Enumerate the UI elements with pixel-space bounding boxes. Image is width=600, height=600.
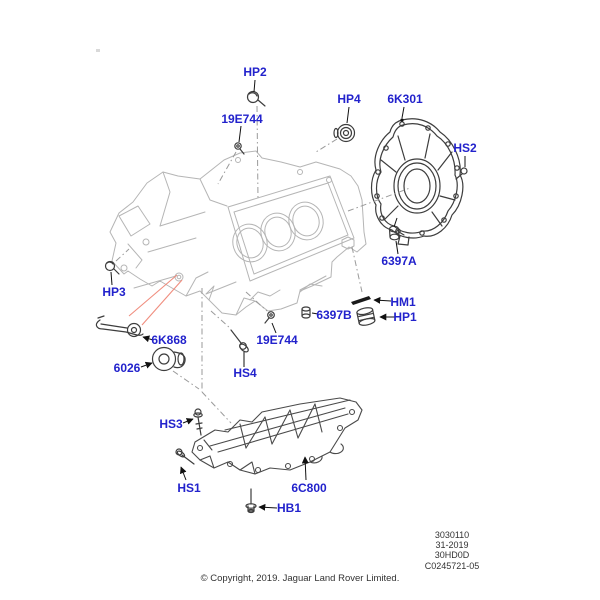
part-hp2-plug bbox=[246, 90, 266, 107]
part-label-hp4[interactable]: HP4 bbox=[337, 92, 361, 106]
part-label-hb1[interactable]: HB1 bbox=[277, 501, 301, 515]
part-6397b-plug bbox=[301, 306, 311, 319]
part-hb1-bolt bbox=[245, 488, 257, 514]
part-label-hp2[interactable]: HP2 bbox=[243, 65, 267, 79]
oil-pan-drawing bbox=[191, 397, 363, 475]
part-hp1-plug bbox=[356, 307, 376, 326]
part-label-19e744-top[interactable]: 19E744 bbox=[221, 112, 263, 126]
label-leaders bbox=[110, 79, 466, 511]
part-hs3-bolt bbox=[193, 408, 203, 436]
red-pointer-lines bbox=[128, 274, 183, 326]
ref-date: 31-2019 bbox=[435, 540, 468, 550]
part-label-hp1[interactable]: HP1 bbox=[393, 310, 417, 324]
stray-mark bbox=[96, 49, 100, 52]
part-label-hs2[interactable]: HS2 bbox=[453, 141, 477, 155]
part-label-6397a[interactable]: 6397A bbox=[381, 254, 417, 268]
ref-code: 30HD0D bbox=[435, 550, 470, 560]
seal-plate-drawing bbox=[370, 118, 464, 246]
part-label-6k301[interactable]: 6K301 bbox=[387, 92, 423, 106]
part-19e744-bolt-top bbox=[234, 142, 245, 155]
ref-drawing-id: C0245721-05 bbox=[425, 561, 480, 571]
part-6026-sensor bbox=[151, 346, 186, 372]
part-6k868-oil-squirter bbox=[95, 315, 144, 338]
part-hs1-bolt bbox=[175, 448, 195, 465]
part-label-hs4[interactable]: HS4 bbox=[233, 366, 257, 380]
ref-figure-number: 3030110 bbox=[435, 530, 469, 540]
part-label-hs1[interactable]: HS1 bbox=[177, 481, 201, 495]
part-19e744-bolt-mid bbox=[264, 311, 275, 324]
alignment-lines bbox=[115, 105, 411, 424]
part-label-6397b[interactable]: 6397B bbox=[316, 308, 352, 322]
part-label-6026[interactable]: 6026 bbox=[114, 361, 141, 375]
part-label-19e744-mid[interactable]: 19E744 bbox=[256, 333, 298, 347]
part-label-6c800[interactable]: 6C800 bbox=[291, 481, 327, 495]
reference-block: 3030110 31-2019 30HD0D C0245721-05 bbox=[425, 530, 480, 571]
part-label-hm1[interactable]: HM1 bbox=[390, 295, 416, 309]
part-hp3-plug bbox=[104, 260, 120, 275]
engine-block-drawing bbox=[109, 150, 367, 316]
part-hp4-grommet bbox=[333, 123, 356, 143]
part-hs4-bolt bbox=[230, 329, 249, 353]
part-hm1-magnet bbox=[351, 296, 371, 305]
part-label-hp3[interactable]: HP3 bbox=[102, 285, 126, 299]
part-label-6k868[interactable]: 6K868 bbox=[151, 333, 187, 347]
part-label-hs3[interactable]: HS3 bbox=[159, 417, 183, 431]
part-hs2-bolt bbox=[455, 167, 468, 180]
part-6397a-plug bbox=[388, 217, 405, 241]
copyright-notice: © Copyright, 2019. Jaguar Land Rover Lim… bbox=[201, 573, 400, 584]
